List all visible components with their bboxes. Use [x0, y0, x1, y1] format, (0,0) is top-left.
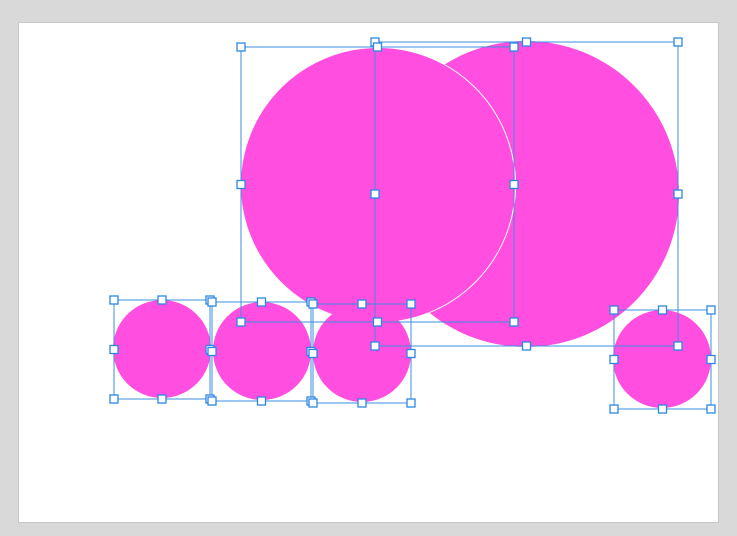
resize-handle-sw-small-circle-3[interactable] [308, 398, 318, 408]
resize-handle-nw-large-circle-left[interactable] [236, 42, 246, 52]
resize-handle-e-small-circle-3[interactable] [406, 348, 416, 359]
resize-handle-sw-small-circle-4[interactable] [609, 404, 619, 414]
resize-handle-e-large-circle-right[interactable] [673, 189, 683, 199]
resize-handle-w-small-circle-4[interactable] [609, 354, 619, 365]
resize-handle-se-small-circle-4[interactable] [706, 404, 716, 414]
resize-handle-n-small-circle-3[interactable] [357, 299, 367, 309]
resize-handle-se-large-circle-left[interactable] [509, 317, 519, 327]
resize-handle-nw-small-circle-1[interactable] [109, 295, 119, 305]
resize-handle-nw-small-circle-4[interactable] [609, 305, 619, 315]
resize-handle-se-large-circle-right[interactable] [673, 341, 683, 351]
resize-handle-n-large-circle-right[interactable] [521, 37, 532, 47]
resize-handle-e-large-circle-left[interactable] [509, 179, 519, 190]
resize-handles[interactable] [109, 37, 716, 414]
resize-handle-ne-large-circle-left[interactable] [509, 42, 519, 52]
resize-handle-s-small-circle-2[interactable] [256, 396, 267, 406]
resize-handle-se-small-circle-3[interactable] [406, 398, 416, 408]
resize-handle-sw-large-circle-right[interactable] [370, 341, 380, 351]
resize-handle-sw-small-circle-1[interactable] [109, 394, 119, 404]
resize-handle-nw-small-circle-3[interactable] [308, 299, 318, 309]
resize-handle-w-small-circle-3[interactable] [308, 348, 318, 359]
resize-handle-w-small-circle-1[interactable] [109, 344, 119, 355]
resize-handle-s-small-circle-1[interactable] [157, 394, 167, 404]
resize-handle-s-small-circle-4[interactable] [657, 404, 668, 414]
resize-handle-s-small-circle-3[interactable] [357, 398, 367, 408]
resize-handle-s-large-circle-left[interactable] [372, 317, 383, 327]
resize-handle-w-large-circle-right[interactable] [370, 189, 380, 199]
resize-handle-n-large-circle-left[interactable] [372, 42, 383, 52]
small-circle-3[interactable] [313, 304, 411, 402]
resize-handle-w-large-circle-left[interactable] [236, 179, 246, 190]
resize-handle-w-small-circle-2[interactable] [207, 346, 217, 357]
resize-handle-nw-small-circle-2[interactable] [207, 297, 217, 307]
resize-handle-n-small-circle-2[interactable] [256, 297, 267, 307]
small-circle-1[interactable] [113, 300, 211, 398]
resize-handle-sw-large-circle-left[interactable] [236, 317, 246, 327]
small-circle-4[interactable] [613, 310, 711, 408]
resize-handle-ne-small-circle-4[interactable] [706, 305, 716, 315]
resize-handle-ne-large-circle-right[interactable] [673, 37, 683, 47]
small-circle-2[interactable] [213, 302, 311, 400]
large-circle-left[interactable] [240, 47, 516, 323]
resize-handle-n-small-circle-4[interactable] [657, 305, 668, 315]
resize-handle-s-large-circle-right[interactable] [521, 341, 532, 351]
resize-handle-n-small-circle-1[interactable] [157, 295, 167, 305]
resize-handle-ne-small-circle-3[interactable] [406, 299, 416, 309]
resize-handle-sw-small-circle-2[interactable] [207, 396, 217, 406]
resize-handle-e-small-circle-4[interactable] [706, 354, 716, 365]
